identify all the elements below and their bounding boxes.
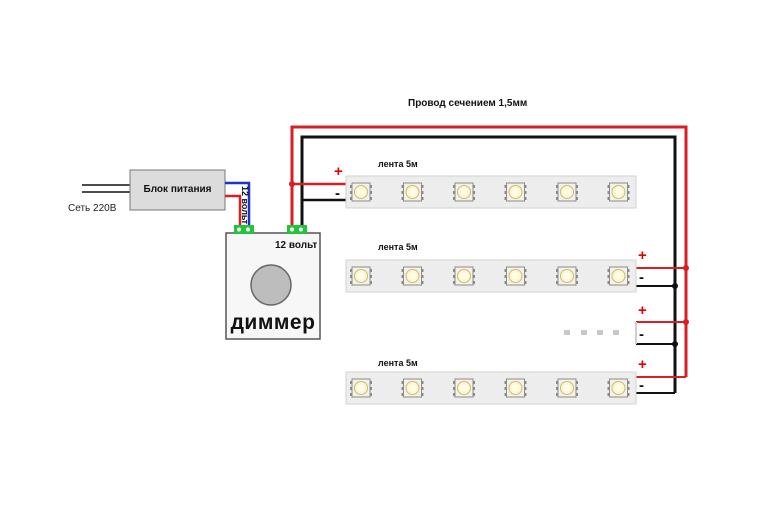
plus-sign: + (334, 163, 343, 180)
led-chip (350, 182, 372, 202)
strip-body (345, 371, 637, 405)
mains-label: Сеть 220В (68, 203, 117, 214)
plus-sign: + (638, 247, 647, 264)
supply-negative-wire (225, 181, 251, 228)
terminal-screw (246, 227, 250, 232)
ellipsis-dot (564, 330, 570, 335)
ellipsis-dot (613, 330, 619, 335)
led-chip (401, 266, 424, 286)
junction-dot (683, 265, 689, 271)
led-chip (607, 378, 630, 398)
junction-dot (683, 319, 689, 325)
dimmer-knob (250, 264, 292, 306)
dimmer-input-label: 12 вольт (275, 240, 318, 251)
strip-body (345, 259, 637, 293)
led-chip (453, 266, 475, 286)
led-chip (401, 182, 424, 202)
minus-sign: - (639, 269, 644, 286)
ellipsis-dot (581, 330, 587, 335)
power-supply-box (129, 169, 226, 211)
terminal-screw (290, 227, 294, 232)
supply-positive-wire (225, 194, 242, 228)
led-strip-3 (345, 371, 637, 405)
main-positive-wire (290, 125, 688, 377)
power-supply-label: Блок питания (143, 184, 212, 195)
led-chip (556, 182, 578, 202)
terminal-screw (237, 227, 241, 232)
led-chip (607, 182, 630, 202)
strip-label: лента 5м (378, 242, 418, 252)
supply-voltage-label: 12 вольт (240, 186, 250, 225)
minus-sign: - (639, 326, 644, 343)
led-chip (504, 266, 527, 286)
minus-sign: - (335, 185, 340, 202)
junction-dot (672, 283, 678, 289)
junction-dot (672, 341, 678, 347)
strip-label: лента 5м (378, 358, 418, 368)
led-chip (350, 266, 372, 286)
main-negative-wire (300, 135, 677, 393)
dimmer-output-terminal (287, 225, 307, 234)
plus-sign: + (638, 302, 647, 319)
led-chip (350, 378, 372, 398)
led-chip (556, 266, 578, 286)
led-chip (401, 378, 424, 398)
ellipsis-dot (597, 330, 603, 335)
plus-sign: + (638, 356, 647, 373)
led-chip (504, 182, 527, 202)
strip-body (345, 175, 637, 209)
strip-label: лента 5м (378, 159, 418, 169)
minus-sign: - (639, 377, 644, 394)
terminal-screw (299, 227, 303, 232)
led-chip (556, 378, 578, 398)
wire-gauge-title: Провод сечением 1,5мм (408, 98, 528, 109)
dimmer-label: диммер (230, 311, 316, 334)
led-chip (607, 266, 630, 286)
led-chip (453, 378, 475, 398)
dimmer-input-terminal (234, 225, 254, 234)
led-chip (504, 378, 527, 398)
led-strip-1 (345, 175, 637, 209)
led-strip-2 (345, 259, 637, 293)
led-chip (453, 182, 475, 202)
